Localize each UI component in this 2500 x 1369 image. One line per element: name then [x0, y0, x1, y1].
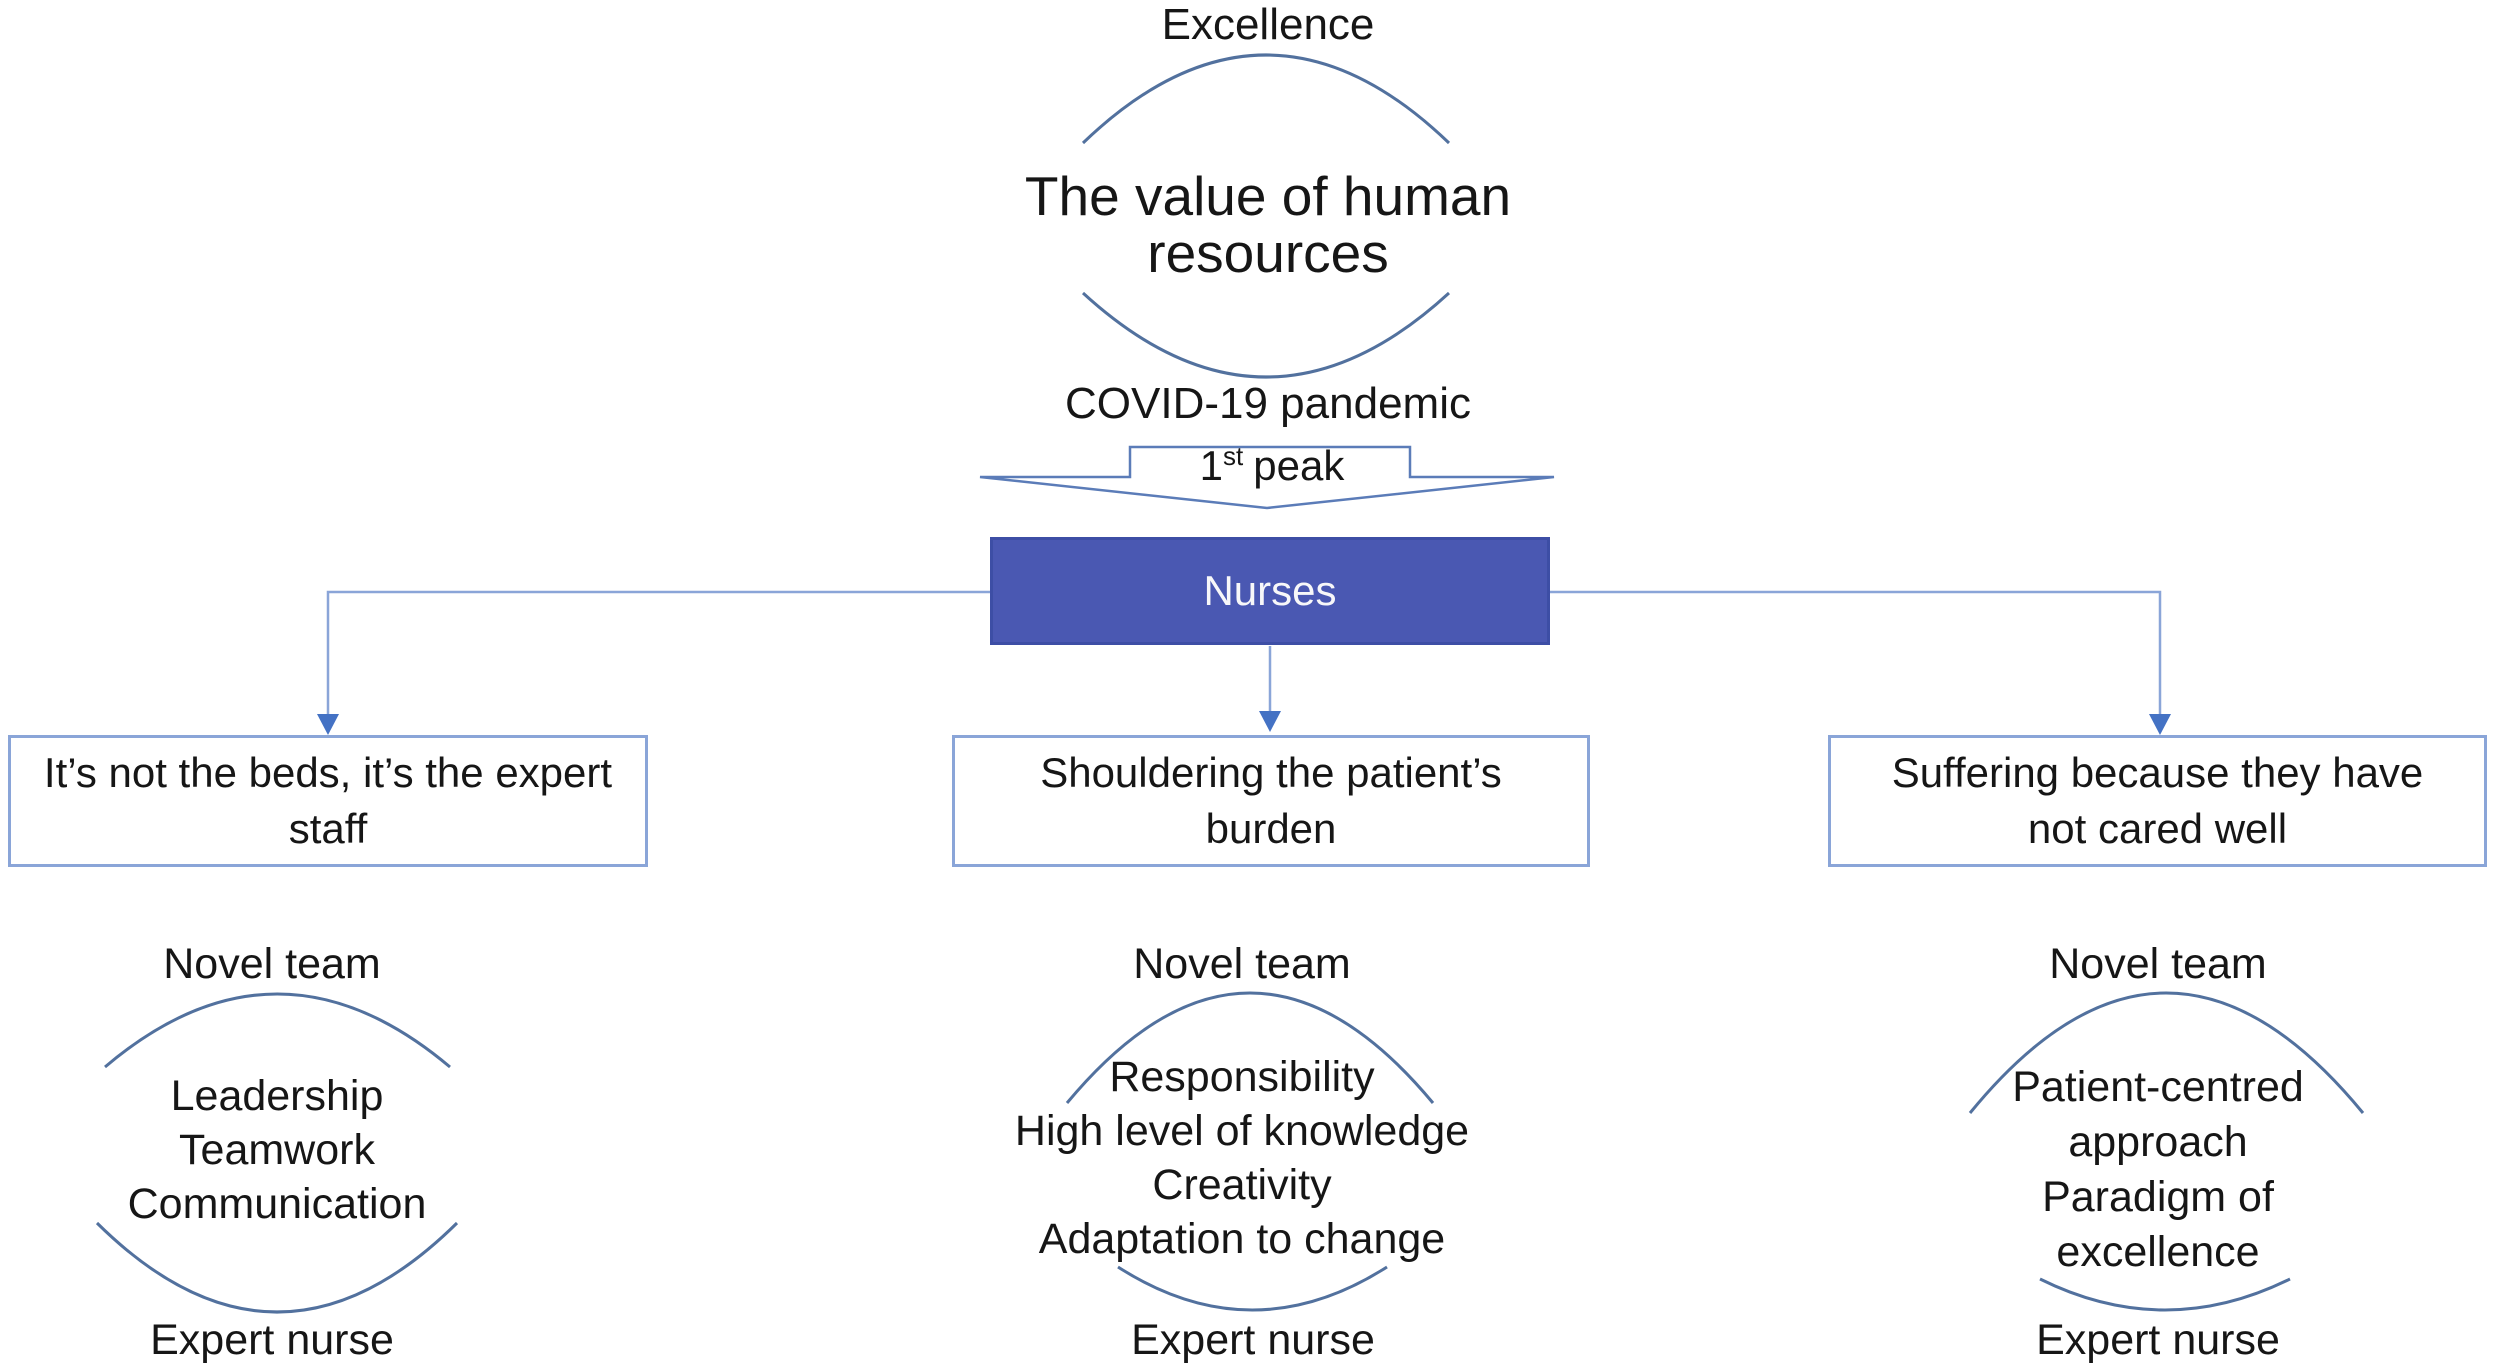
excellence-label: Excellence [1161, 0, 1375, 49]
novel-team-label-3: Novel team [2049, 940, 2267, 988]
trait-line: Leadership [170, 1072, 384, 1120]
covid-pandemic-label: COVID-19 pandemic [1065, 379, 1471, 428]
trait-line: Communication [127, 1180, 427, 1228]
theme-box-expert-staff: It’s not the beds, it’s the expert staff [8, 735, 648, 867]
figure-title: The value of human resources [1024, 165, 1512, 284]
nurses-node-label: Nurses [1203, 567, 1337, 614]
expert-nurse-label-2: Expert nurse [1131, 1316, 1375, 1364]
trait-line: Creativity [1152, 1161, 1332, 1209]
trait-line: approach [2068, 1118, 2248, 1166]
trait-line: Teamwork [179, 1126, 375, 1174]
trait-line: Adaptation to change [1038, 1215, 1446, 1263]
peak-number: 1 [1199, 442, 1224, 489]
theme-box-patients-burden: Shouldering the patient’s burden [952, 735, 1590, 867]
expert-nurse-label-3: Expert nurse [2036, 1316, 2280, 1364]
trait-line: High level of knowledge [1014, 1107, 1470, 1155]
novel-team-label-1: Novel team [163, 940, 381, 988]
expert-nurse-label-1: Expert nurse [150, 1316, 394, 1364]
theme-box-label: Shouldering the patient’s burden [1040, 749, 1502, 852]
trait-line: Responsibility [1109, 1053, 1375, 1101]
novel-team-label-2: Novel team [1133, 940, 1351, 988]
trait-line: Patient-centred [2012, 1063, 2304, 1111]
nurses-node: Nurses [990, 537, 1550, 645]
theme-box-label: Suffering because they have not cared we… [1891, 749, 2424, 852]
trait-line: Paradigm of [2042, 1173, 2274, 1221]
peak-word: peak [1253, 442, 1345, 489]
trait-line: excellence [2056, 1228, 2260, 1276]
theme-box-label: It’s not the beds, it’s the expert staff [43, 749, 613, 852]
peak-ordinal: st [1223, 441, 1244, 471]
theme-box-not-cared-well: Suffering because they have not cared we… [1828, 735, 2487, 867]
